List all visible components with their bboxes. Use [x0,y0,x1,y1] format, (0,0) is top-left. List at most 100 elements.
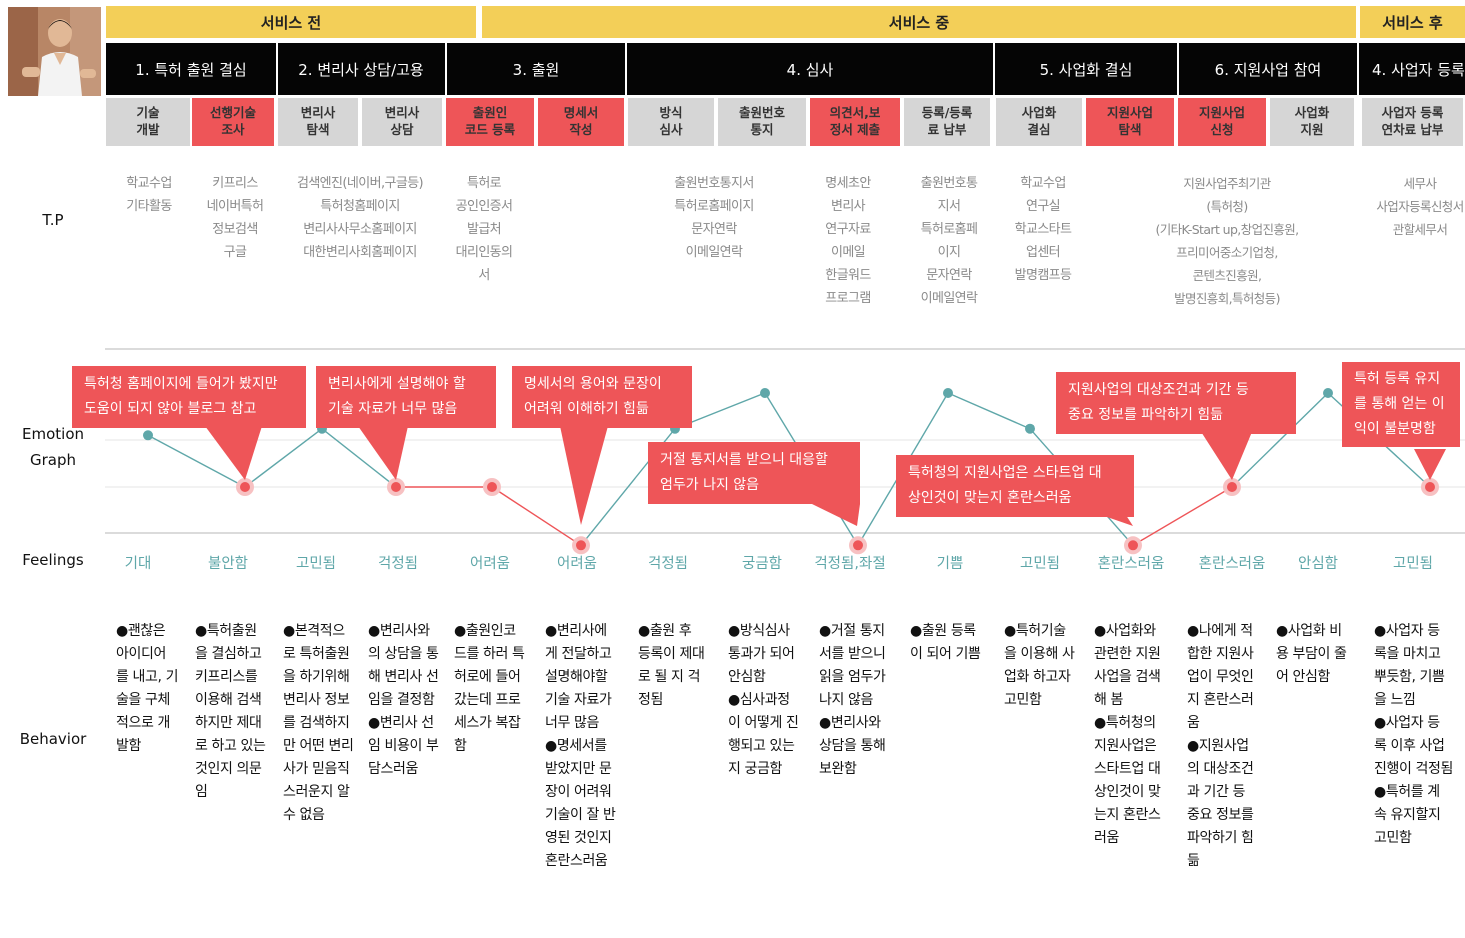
feeling-15: 고민됨 [1392,556,1434,572]
behavior-4: ●변리사와 의 상담을 통 해 변리사 선 임을 결정함 ●변리사 선 임 비용… [368,623,439,777]
feeling-12: 혼란스러움 [1097,556,1165,572]
callout-patent-benefit: 특허 등록 유지 를 통해 얻는 이 익이 불분명함 [1342,362,1460,447]
emotion-point [487,482,497,492]
touchpoint-prior-art: 키프리스 네이버특허 정보검색 구글 [206,176,264,260]
substep-4: 변리사 상담 [362,98,442,146]
substep-12: 지원사업 탐색 [1086,98,1174,146]
emotion-row-label: Emotion Graph [22,425,84,469]
callout-pointer [1414,449,1446,480]
feeling-7: 걱정됨 [647,556,689,572]
behavior-13: ●나에게 적 합한 지원사 업이 무엇인 지 혼란스러 움 ●지원사업 의 대상… [1187,623,1254,869]
emotion-segment [244,428,323,488]
behavior-1: ●괜찮은 아이디어 를 내고, 기 술을 구체 적으로 개 발함 [116,623,179,754]
substep-1: 기술 개발 [106,98,190,146]
touchpoint-attorney: 검색엔진(네이버,구글등) 특허청홈페이지 변리사사무소홈페이지 대한변리사회홈… [296,176,424,260]
callout-pointer [358,426,408,480]
stage-7: 4. 사업자 등록 [1358,43,1465,95]
touchpoint-app-number: 출원번호통지서 특허로홈페이지 문자연락 이메일연락 [674,176,754,260]
phase-before: 서비스 전 [106,6,476,38]
emotion-point [1425,482,1435,492]
emotion-point [240,482,250,492]
feeling-11: 고민됨 [1019,556,1061,572]
stage-divider [1357,43,1359,95]
behavior-11: ●특허기술 을 이용해 사 업화 하고자 고민함 [1004,623,1075,708]
emotion-segment [1132,486,1233,546]
callout-pointer [560,426,608,525]
feeling-4: 걱정됨 [377,556,419,572]
touchpoint-opinion: 명세초안 변리사 연구자료 이메일 한글워드 프로그램 [825,176,871,306]
substep-8: 출원번호 통지 [718,98,806,146]
behavior-8: ●방식심사 통과가 되어 안심함 ●심사과정 이 어떻게 진 행되고 있는 지 … [728,623,799,777]
stage-divider [625,43,627,95]
emotion-segment [947,392,1031,430]
emotion-point [1025,423,1035,434]
touchpoint-applicant-code: 특허로 공인인증서 발급처 대리인동의 서 [455,176,513,283]
feeling-13: 혼란스러움 [1198,556,1266,572]
emotion-segment [491,486,582,546]
behavior-7: ●출원 후 등록이 제대 로 될 지 걱 정됨 [638,623,705,708]
callout-pointer [205,426,262,480]
feeling-5: 어려움 [469,556,511,572]
substep-14: 사업화 지원 [1270,98,1354,146]
behavior-5: ●출원인코 드를 하러 특 허로에 들어 갔는데 프로 세스가 복잡 함 [454,623,525,754]
emotion-point [576,540,586,551]
callout-pointer [1198,427,1254,480]
callout-attorney-docs: 변리사에게 설명해야 할 기술 자료가 너무 많음 [316,366,496,428]
substep-6: 명세서 작성 [538,98,624,146]
emotion-point [1227,482,1237,492]
stage-3: 3. 출원 [446,43,626,95]
behavior-2: ●특허출원 을 결심하고 키프리스를 이용해 검색 하지만 제대 로 하고 있는… [195,623,266,800]
feeling-1: 기대 [124,556,152,572]
substep-3: 변리사 탐색 [278,98,358,146]
callout-startup: 특허청의 지원사업은 스타트업 대 상인것이 맞는지 혼란스러움 [896,455,1134,517]
callout-spec-terms: 명세서의 용어와 문장이 어려워 이해하기 힘듦 [512,366,692,428]
feelings-row-label: Feelings [22,551,84,569]
emotion-point [391,482,401,492]
stage-1: 1. 특허 출원 결심 [106,43,276,95]
stage-divider [276,43,278,95]
emotion-segment [1231,392,1329,488]
substep-9: 의견서,보 정서 제출 [810,98,900,146]
touchpoint-registration: 출원번호통 지서 특허로홈페 이지 문자연락 이메일연락 [920,176,978,306]
behavior-15: ●사업자 등 록을 마치고 뿌듯함, 기쁨 을 느낌 ●사업자 등 록 이후 사… [1374,623,1453,846]
callout-support-info: 지원사업의 대상조건과 기간 등 중요 정보를 파악하기 힘듦 [1056,372,1296,434]
emotion-point [853,540,863,551]
substep-13: 지원사업 신청 [1178,98,1266,146]
stage-6: 6. 지원사업 참여 [1178,43,1358,95]
feeling-8: 궁금함 [741,556,783,572]
touchpoint-tech-dev: 학교수업 기타활동 [126,176,172,214]
substep-7: 방식 심사 [628,98,714,146]
behavior-9: ●거절 통지 서를 받으니 읽을 엄두가 나지 않음 ●변리사와 상담을 통해 … [819,623,886,777]
substep-11: 사업화 결심 [996,98,1082,146]
emotion-segment [321,428,397,488]
substep-10: 등록/등록 료 납부 [904,98,990,146]
feeling-9: 걱정됨,좌절 [814,556,886,572]
touchpoint-support: 지원사업주최기관 (특허청) (기타K-Start up,창업진흥원, 프리미어… [1155,176,1299,306]
substep-2: 선행기술 조사 [192,98,274,146]
stage-2: 2. 변리사 상담/고용 [276,43,446,95]
feeling-10: 기쁨 [936,556,964,572]
callout-pointer [812,504,860,526]
stage-divider [993,43,995,95]
touchpoint-business: 세무사 사업자등록신청서 관할세무서 [1376,176,1464,237]
feeling-2: 불안함 [207,556,249,572]
feeling-6: 어려움 [556,556,598,572]
behavior-10: ●출원 등록 이 되어 기쁨 [910,623,981,662]
emotion-point [760,388,770,398]
feeling-14: 안심함 [1297,556,1339,572]
stage-4: 4. 심사 [626,43,994,95]
behavior-row-label: Behavior [19,730,87,748]
stage-divider [1177,43,1179,95]
emotion-point [943,388,953,398]
stage-divider [445,43,447,95]
touchpoint-commercialize: 학교수업 연구실 학교스타트 업센터 발명캠프등 [1014,176,1072,283]
callout-rejection: 거절 통지서를 받으니 대응할 엄두가 나지 않음 [648,442,860,504]
phase-after: 서비스 후 [1360,6,1465,38]
substep-15: 사업자 등록 연차료 납부 [1362,98,1463,146]
behavior-12: ●사업화와 관련한 지원 사업을 검색 해 봄 ●특허청의 지원사업은 스타트업… [1094,623,1161,846]
tp-row-label: T.P [42,211,64,229]
feeling-3: 고민됨 [295,556,337,572]
stage-5: 5. 사업화 결심 [994,43,1178,95]
emotion-point [143,430,153,441]
